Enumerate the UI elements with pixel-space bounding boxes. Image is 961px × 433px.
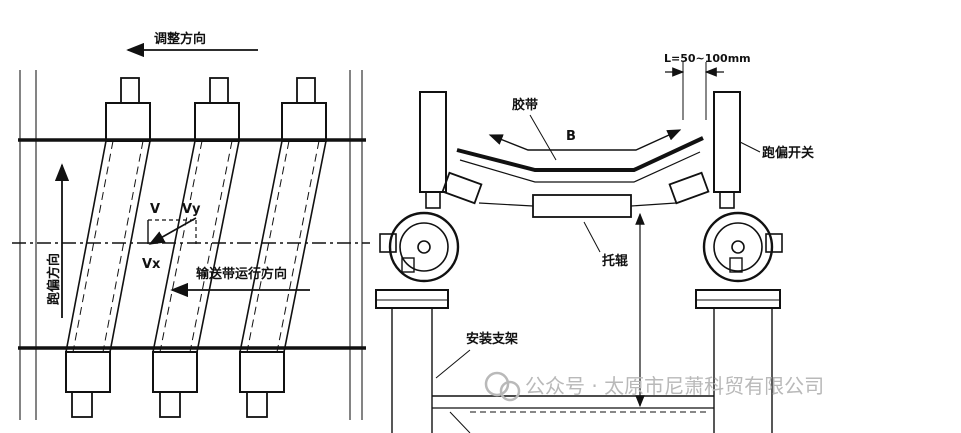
- belt-label: 胶带: [512, 97, 538, 113]
- watermark: 公众号 · 太原市尼萧科贸有限公司: [484, 371, 824, 402]
- left-deviation-switch: [375, 91, 460, 309]
- conveyor-belt: [456, 136, 704, 172]
- idler-roller-3: [239, 77, 327, 418]
- belt-direction-label: 输送带运行方向: [196, 266, 287, 282]
- watermark-text: 公众号 · 太原市尼萧科贸有限公司: [525, 374, 824, 398]
- vector-v-label: V: [150, 202, 160, 217]
- adjust-direction-label: 调整方向: [154, 31, 206, 47]
- width-b-label: B: [566, 129, 576, 144]
- idler-label: 托辊: [602, 253, 628, 269]
- bracket-label: 安装支架: [466, 331, 518, 347]
- idler-roller-1: [65, 77, 151, 418]
- velocity-vector-diagram: V Vy Vx: [142, 202, 201, 272]
- switch-label: 跑偏开关: [762, 145, 814, 161]
- left-idler-diagram: 调整方向 跑偏方向 V Vy Vx 输送带运行方向: [12, 31, 370, 420]
- idler-roller-2: [152, 77, 240, 418]
- distance-l-label: L=50~100mm: [664, 52, 751, 65]
- right-deviation-switch: [695, 91, 783, 309]
- idler-rollers: [441, 171, 710, 218]
- vector-vx-label: Vx: [142, 257, 161, 272]
- right-cross-section-diagram: L=50~100mm B 胶带 托辊: [375, 52, 814, 433]
- mounting-bracket: [391, 308, 773, 433]
- deviation-direction-label: 跑偏方向: [46, 253, 62, 305]
- vector-vy-label: Vy: [182, 202, 201, 217]
